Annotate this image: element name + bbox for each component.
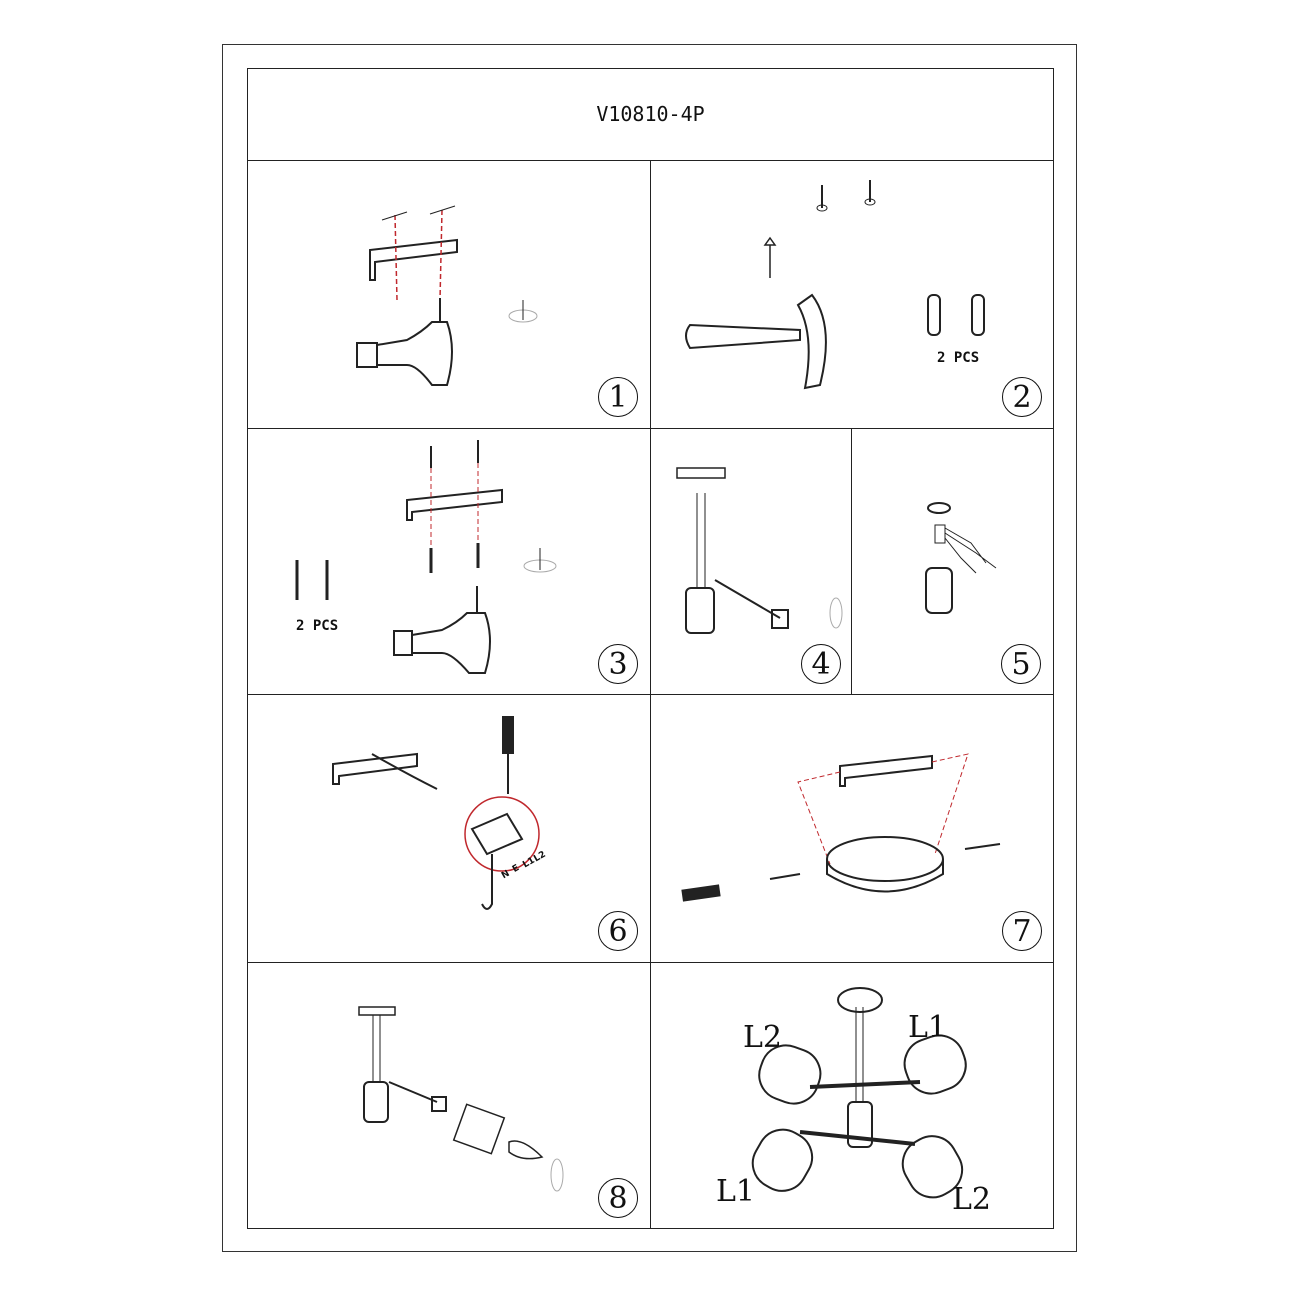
step-number: 6 (598, 911, 638, 951)
parts-count-label: 2 PCS (296, 618, 339, 634)
final-assembly-panel: L2 L1 L1 L2 (650, 962, 1054, 1229)
rod-arm-illustration (676, 467, 843, 634)
chandelier-illustration (751, 987, 967, 1199)
lamp-label: L2 (952, 1182, 992, 1217)
screw-bracket-illustration (295, 440, 557, 674)
model-title: V10810-4P (596, 102, 705, 126)
step-2-panel: 2 PCS 2 (650, 160, 1054, 428)
step-5-panel: 5 (851, 428, 1054, 694)
lamp-label: L1 (716, 1174, 756, 1209)
step-number: 4 (801, 644, 841, 684)
divider (650, 160, 651, 1229)
drill-bracket-illustration (356, 205, 538, 386)
step-3-panel: 2 PCS 3 (247, 428, 650, 694)
step-number: 1 (598, 377, 638, 417)
step-number: 8 (598, 1178, 638, 1218)
hammer-anchors-illustration (685, 180, 985, 390)
step-7-panel: 7 (650, 694, 1054, 962)
shade-bulb-illustration (358, 1006, 564, 1192)
parts-count-label: 2 PCS (937, 350, 980, 366)
lamp-label: L1 (908, 1010, 948, 1045)
step-number: 3 (598, 644, 638, 684)
step-6-panel: N E L1 L2 6 (247, 694, 650, 962)
step-number: 2 (1002, 377, 1042, 417)
canopy-mount-illustration (681, 753, 1001, 902)
page-frame (222, 44, 1077, 1252)
step-4-panel: 4 (650, 428, 851, 694)
step-number: 5 (1001, 644, 1041, 684)
step-1-panel: 1 (247, 160, 650, 428)
step-number: 7 (1002, 911, 1042, 951)
step-8-panel: 8 (247, 962, 650, 1229)
lamp-label: L2 (743, 1020, 783, 1055)
divider (851, 428, 852, 694)
wiring-parts-illustration (925, 502, 997, 614)
wiring-terminal-illustration (332, 716, 540, 910)
